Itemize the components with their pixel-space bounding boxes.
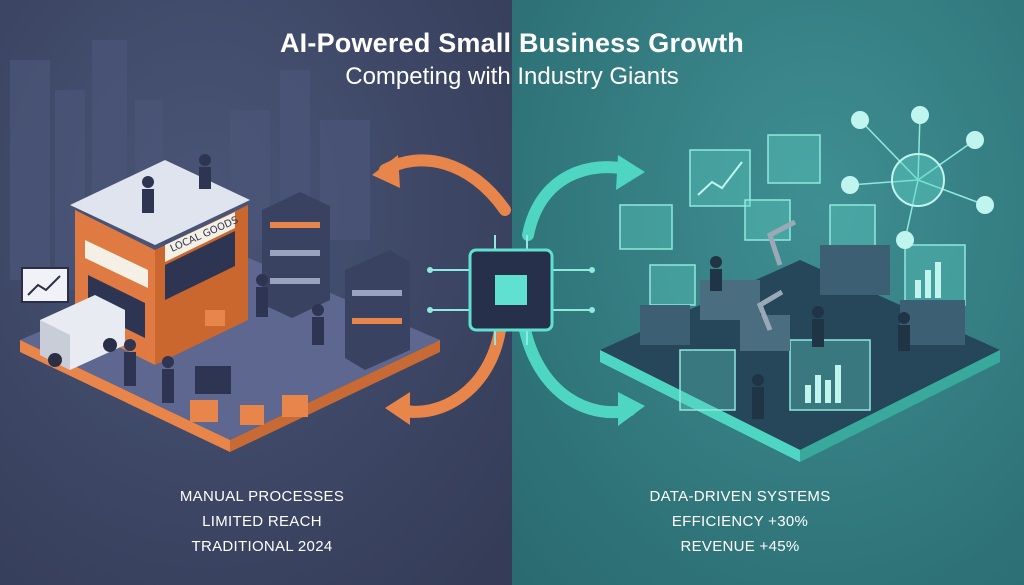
caption-efficiency: EFFICIENCY +30%: [671, 513, 809, 530]
orange-arrow-bottom-head: [385, 392, 410, 425]
traditional-captions: MANUAL PROCESSES LIMITED REACH TRADITION…: [132, 484, 392, 559]
server-racks: [640, 245, 965, 345]
orange-arrow-top: [379, 154, 511, 216]
caption-manual-processes: MANUAL PROCESSES: [179, 488, 345, 505]
teal-arrow-bottom-head: [618, 392, 645, 426]
right-workers: [710, 256, 910, 419]
right-floor-edge-right: [800, 350, 1000, 462]
cardboard-boxes: [190, 310, 308, 425]
orange-arrow-top-head: [372, 155, 400, 188]
ai-captions: DATA-DRIVEN SYSTEMS EFFICIENCY +30% REVE…: [610, 484, 870, 559]
left-workers: [124, 154, 324, 403]
cash-register: [195, 366, 231, 394]
robot-arms: [756, 219, 797, 331]
dashboard-bar-marks: [805, 262, 941, 403]
teal-arrow-bottom: [519, 324, 636, 419]
right-floor-edge: [600, 350, 800, 462]
teal-arrow-top: [522, 161, 636, 241]
chart-billboard: [21, 267, 69, 303]
teal-arrow-top-head: [616, 155, 645, 190]
left-floor-edge-right: [230, 340, 440, 452]
storage-shelves: [262, 192, 410, 370]
caption-revenue: REVENUE +45%: [680, 538, 800, 555]
delivery-van: [40, 295, 125, 370]
dashboard-line-mark: [697, 161, 743, 196]
orange-arrow-bottom: [394, 324, 506, 418]
page-title: AI-Powered Small Business Growth: [279, 28, 744, 58]
global-network-globe: [841, 106, 994, 249]
caption-traditional-year: TRADITIONAL 2024: [191, 538, 333, 555]
page-subtitle: Competing with Industry Giants: [345, 63, 679, 90]
caption-data-driven: DATA-DRIVEN SYSTEMS: [649, 488, 831, 505]
ai-chip-icon: [427, 235, 595, 345]
caption-limited-reach: LIMITED REACH: [202, 513, 322, 530]
